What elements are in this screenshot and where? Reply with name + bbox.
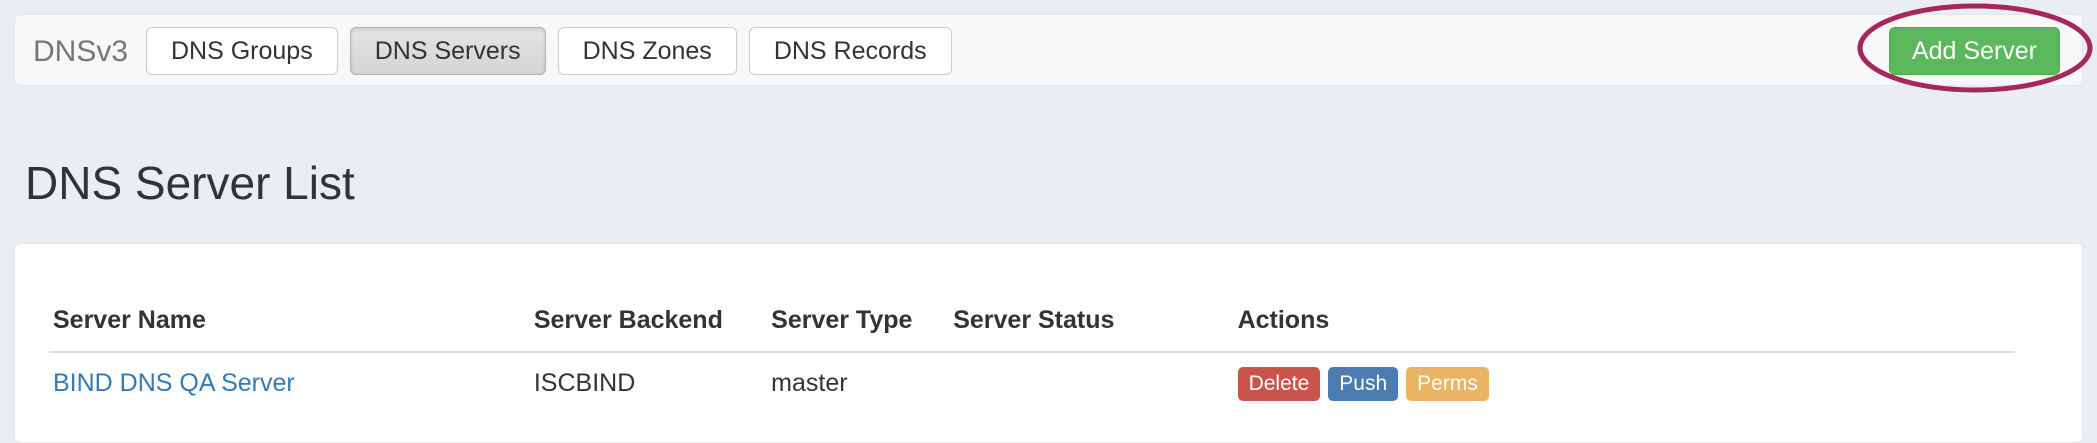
column-header-server-backend: Server Backend <box>533 306 723 334</box>
delete-button[interactable]: Delete <box>1237 366 1321 401</box>
add-server-button[interactable]: Add Server <box>1888 27 2060 75</box>
table-head: Server Name Server Backend Server Type S… <box>49 290 2015 352</box>
table-row: BIND DNS QA Server ISCBIND master Delete… <box>49 352 2015 414</box>
column-header-actions: Actions <box>1237 306 1330 334</box>
cell-server-type: master <box>771 369 848 397</box>
cell-server-backend: ISCBIND <box>533 369 636 397</box>
cell-server-status <box>953 352 1237 414</box>
push-button[interactable]: Push <box>1328 366 1399 401</box>
page-title: DNS Server List <box>25 157 355 209</box>
perms-button[interactable]: Perms <box>1406 366 1489 401</box>
tab-dns-records[interactable]: DNS Records <box>748 27 952 75</box>
column-header-server-status: Server Status <box>953 306 1115 334</box>
table-header-row: Server Name Server Backend Server Type S… <box>49 290 2015 352</box>
action-button-group: Delete Push Perms <box>1237 366 2015 401</box>
column-header-server-name: Server Name <box>53 306 206 334</box>
dns-server-table: Server Name Server Backend Server Type S… <box>49 290 2015 414</box>
server-name-link[interactable]: BIND DNS QA Server <box>53 369 295 397</box>
tab-dns-zones[interactable]: DNS Zones <box>557 27 737 75</box>
brand-logo[interactable]: DNSv3 <box>33 35 129 68</box>
nav-tab-group: DNS Groups DNS Servers DNS Zones DNS Rec… <box>146 27 952 75</box>
tab-dns-groups[interactable]: DNS Groups <box>146 27 338 75</box>
server-list-panel: Server Name Server Backend Server Type S… <box>14 243 2083 443</box>
cell-actions: Delete Push Perms <box>1237 352 2015 414</box>
tab-dns-servers[interactable]: DNS Servers <box>349 27 546 75</box>
table-body: BIND DNS QA Server ISCBIND master Delete… <box>49 352 2015 414</box>
column-header-server-type: Server Type <box>771 306 913 334</box>
top-navbar: DNSv3 DNS Groups DNS Servers DNS Zones D… <box>14 14 2083 86</box>
cell-server-name: BIND DNS QA Server <box>49 352 534 414</box>
